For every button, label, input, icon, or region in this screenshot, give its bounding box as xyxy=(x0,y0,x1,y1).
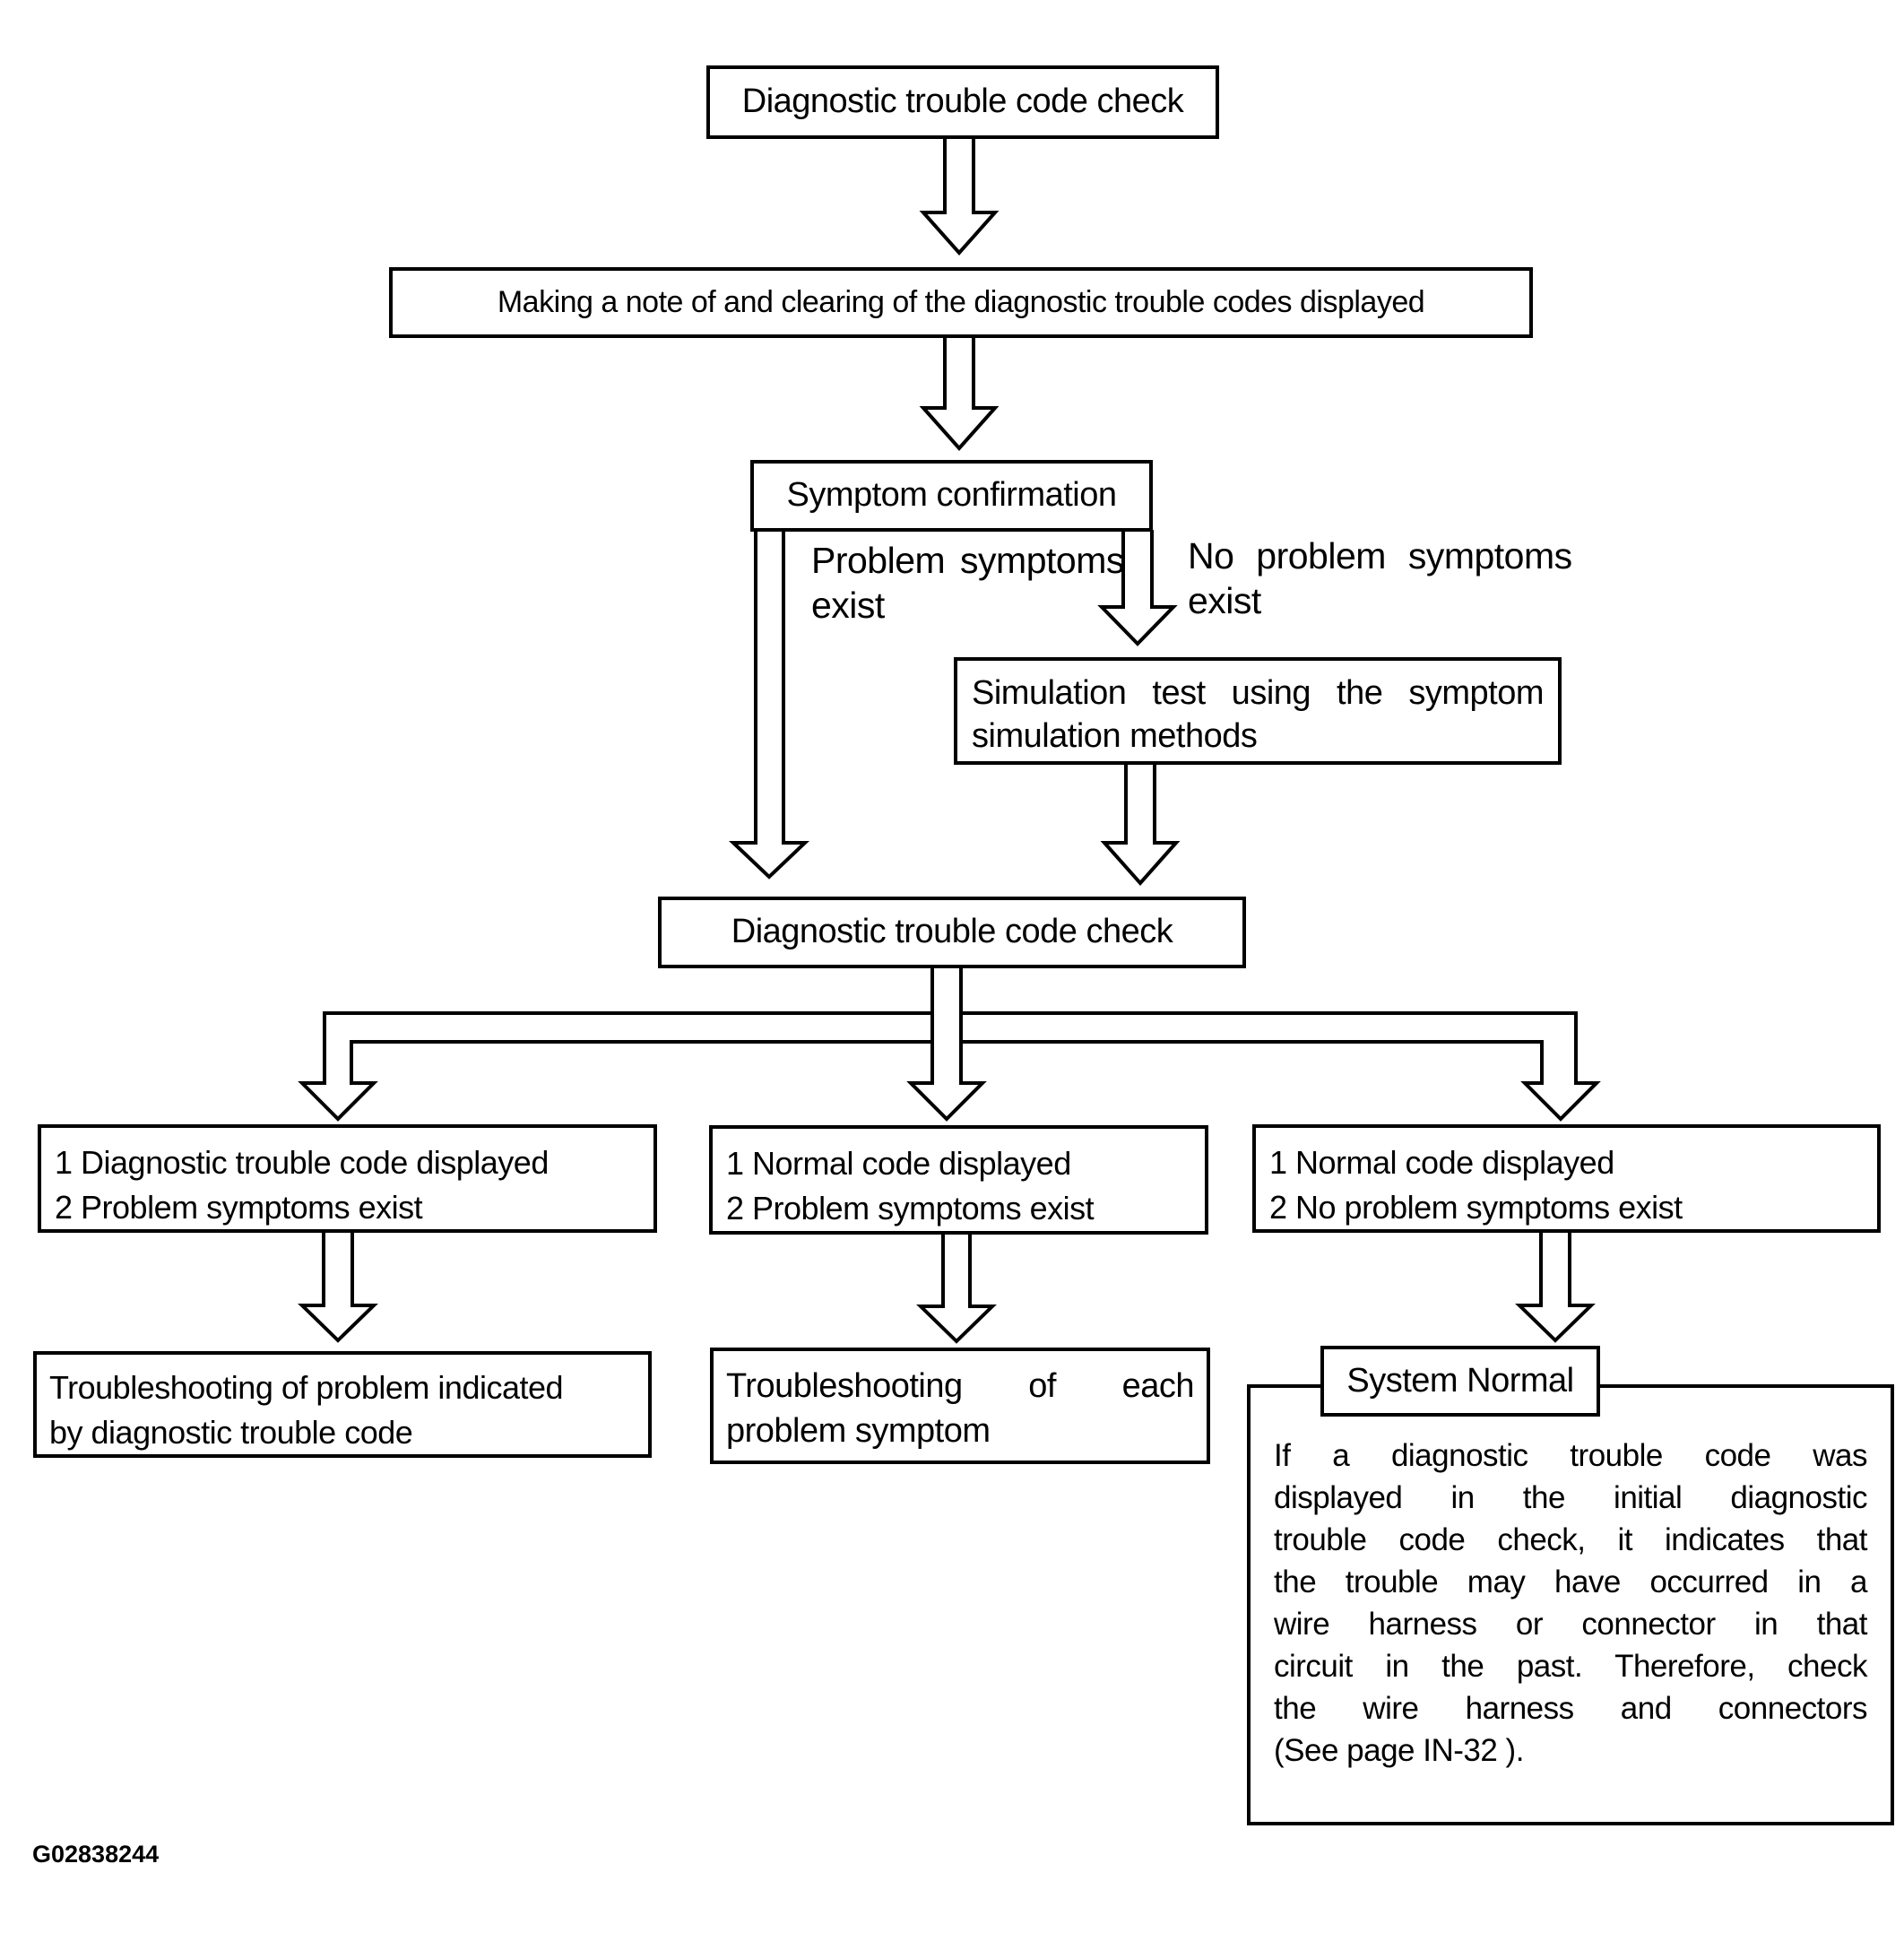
node-outcome-middle-line: 2 Problem symptoms exist xyxy=(726,1190,1095,1227)
node-outcome-right-line: 1 Normal code displayed xyxy=(1269,1144,1614,1181)
arrow-down-2 xyxy=(919,336,1000,452)
system-normal-note-line: If a diagnostic trouble code was xyxy=(1274,1438,1868,1473)
edge-label-problem-symptoms: Problem symptoms exist xyxy=(811,538,1124,628)
edge-label-line: Problem symptoms xyxy=(811,540,1124,581)
node-symptom-confirmation-label: Symptom confirmation xyxy=(786,476,1117,515)
branch-arrow-left xyxy=(298,1011,378,1122)
system-normal-note-line: (See page IN-32 ). xyxy=(1274,1733,1524,1768)
node-note-and-clear: Making a note of and clearing of the dia… xyxy=(389,267,1533,338)
node-note-and-clear-label: Making a note of and clearing of the dia… xyxy=(497,285,1425,320)
node-system-normal-note: If a diagnostic trouble code was display… xyxy=(1247,1384,1894,1825)
node-simulation-test-line: simulation methods xyxy=(972,717,1258,755)
node-outcome-right: 1 Normal code displayed 2 No problem sym… xyxy=(1252,1124,1881,1233)
arrow-to-troubleshoot-symptom xyxy=(916,1233,997,1344)
edge-label-line: No problem symptoms xyxy=(1188,535,1572,576)
system-normal-note-line: trouble code check, it indicates that xyxy=(1274,1522,1868,1557)
node-troubleshoot-dtc-line: Troubleshooting of problem indicated xyxy=(49,1369,564,1406)
arrow-down-1 xyxy=(919,137,1000,256)
arrow-to-troubleshoot-dtc xyxy=(298,1231,378,1343)
system-normal-note-line: wire harness or connector in that xyxy=(1274,1607,1868,1642)
node-dtc-check-1: Diagnostic trouble code check xyxy=(706,65,1219,139)
edge-label-no-problem-symptoms: No problem symptoms exist xyxy=(1188,533,1572,623)
node-simulation-test-line: Simulation test using the symptom xyxy=(972,674,1545,712)
branch-arrow-middle xyxy=(906,966,987,1122)
node-symptom-confirmation: Symptom confirmation xyxy=(750,460,1153,532)
node-outcome-middle-line: 1 Normal code displayed xyxy=(726,1145,1071,1182)
arrow-after-simulation xyxy=(1100,763,1181,887)
node-outcome-middle: 1 Normal code displayed 2 Problem sympto… xyxy=(709,1125,1208,1235)
node-system-normal: System Normal xyxy=(1320,1346,1600,1417)
node-outcome-left-line: 1 Diagnostic trouble code displayed xyxy=(55,1144,549,1181)
node-dtc-check-2: Diagnostic trouble code check xyxy=(658,897,1246,968)
node-outcome-left-line: 2 Problem symptoms exist xyxy=(55,1189,423,1226)
node-dtc-check-1-label: Diagnostic trouble code check xyxy=(741,82,1184,121)
node-troubleshoot-dtc: Troubleshooting of problem indicated by … xyxy=(33,1351,652,1458)
node-dtc-check-2-label: Diagnostic trouble code check xyxy=(731,913,1173,951)
node-troubleshoot-dtc-line: by diagnostic trouble code xyxy=(49,1414,413,1451)
system-normal-note-line: displayed in the initial diagnostic xyxy=(1274,1480,1868,1515)
system-normal-note-line: the wire harness and connectors xyxy=(1274,1691,1868,1726)
node-outcome-left: 1 Diagnostic trouble code displayed 2 Pr… xyxy=(38,1124,657,1233)
system-normal-note-line: circuit in the past. Therefore, check xyxy=(1274,1649,1868,1684)
edge-label-line: exist xyxy=(1188,580,1261,622)
arrow-no-problem-symptoms xyxy=(1097,530,1178,646)
node-troubleshoot-symptom-line: Troubleshooting of each xyxy=(726,1367,1195,1405)
node-simulation-test: Simulation test using the symptom simula… xyxy=(954,657,1562,765)
arrow-to-system-normal xyxy=(1515,1231,1596,1343)
edge-label-line: exist xyxy=(811,585,885,627)
node-outcome-right-line: 2 No problem symptoms exist xyxy=(1269,1189,1683,1226)
figure-id: G02838244 xyxy=(32,1841,160,1868)
node-troubleshoot-symptom-line: problem symptom xyxy=(726,1412,991,1450)
node-system-normal-label: System Normal xyxy=(1346,1361,1574,1400)
arrow-problem-symptoms xyxy=(728,530,810,880)
system-normal-note-line: the trouble may have occurred in a xyxy=(1274,1565,1868,1599)
branch-arrow-right xyxy=(1520,1011,1601,1122)
node-troubleshoot-symptom: Troubleshooting of each problem symptom xyxy=(710,1348,1210,1464)
